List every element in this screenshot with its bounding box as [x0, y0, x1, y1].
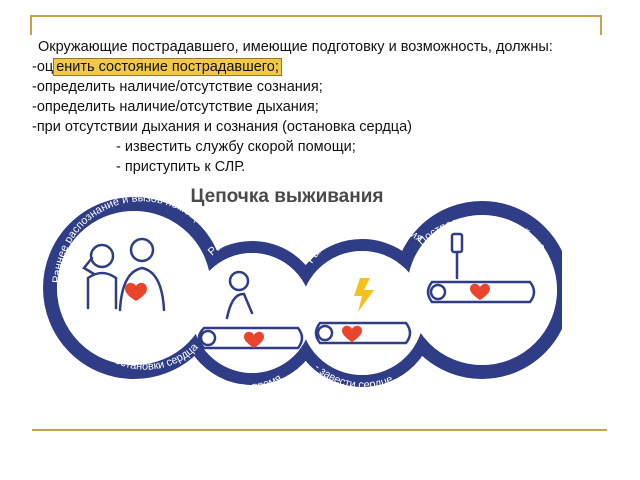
highlighted-text: енить состояние пострадавшего; [53, 58, 282, 76]
intro-line: Окружающие пострадавшего, имеющие подгот… [38, 39, 553, 55]
heart-icon-defibrillation [342, 325, 362, 342]
heart-icon-cpr [244, 331, 264, 348]
item-consciousness: -определить наличие/отсутствие сознания; [32, 79, 323, 95]
lightning-bolt-icon [354, 278, 374, 312]
cpr-icon [197, 270, 304, 350]
diagram-title: Цепочка выживания [191, 186, 384, 207]
post-care-icon [426, 232, 536, 304]
defibrillation-icon [314, 321, 412, 345]
bottom-border [32, 429, 607, 431]
top-border-left-tick [30, 15, 32, 35]
chain-of-survival-diagram: Цепочка выживания Раннее распознание и в… [22, 178, 562, 393]
heart-icon [125, 282, 147, 301]
top-border-right-tick [600, 15, 602, 35]
top-border [30, 15, 602, 17]
heart-icon-post-care [470, 283, 490, 300]
item-assess-prefix: -оц [32, 59, 54, 75]
call-for-help-icon [82, 237, 166, 312]
sub-item-call-ambulance: - известить службу скорой помощи; [116, 139, 356, 155]
item-breathing: -определить наличие/отсутствие дыхания; [32, 99, 319, 115]
item-cardiac-arrest: -при отсутствии дыхания и сознания (оста… [32, 119, 412, 135]
sub-item-start-cpr: - приступить к СЛР. [116, 159, 246, 175]
instructions-text: Окружающие пострадавшего, имеющие подгот… [32, 37, 553, 177]
